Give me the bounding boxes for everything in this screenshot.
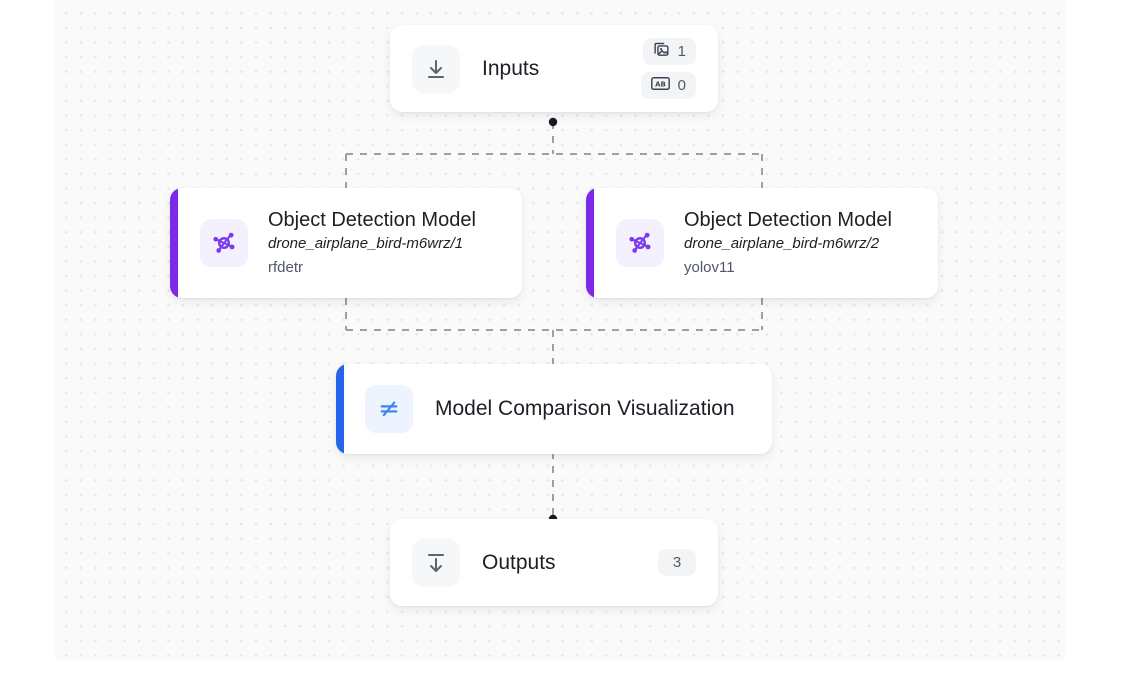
- model-title: Object Detection Model: [684, 208, 892, 231]
- node-inputs-title: Inputs: [482, 56, 540, 80]
- badge-output-count: 3: [658, 549, 696, 576]
- node-inputs-badges: 1 AB 0: [640, 38, 696, 99]
- images-icon: [653, 41, 670, 63]
- node-object-detection-model-right[interactable]: Object Detection Model drone_airplane_bi…: [586, 188, 938, 298]
- node-object-detection-model-left[interactable]: Object Detection Model drone_airplane_bi…: [170, 188, 522, 298]
- badge-text-count-value: 0: [677, 77, 686, 94]
- node-accent-bar: [170, 188, 178, 298]
- canvas-right-gutter: [1065, 0, 1128, 673]
- node-outputs-badges: 3: [658, 549, 696, 576]
- node-outputs-title: Outputs: [482, 550, 556, 574]
- canvas-bottom-gutter: [0, 660, 1128, 673]
- canvas-left-gutter: [0, 0, 55, 673]
- model-title: Object Detection Model: [268, 208, 476, 231]
- model-meta: rfdetr: [268, 258, 304, 276]
- text-ab-icon: AB: [650, 76, 670, 96]
- node-accent-bar: [586, 188, 594, 298]
- not-equal-glyph: ≠: [378, 394, 400, 424]
- badge-output-count-value: 3: [672, 554, 682, 571]
- badge-text-count: AB 0: [640, 72, 696, 99]
- not-equal-icon: ≠: [365, 385, 413, 433]
- node-inputs[interactable]: Inputs 1 AB 0: [390, 25, 718, 112]
- model-network-icon: [200, 219, 248, 267]
- node-visualization-title: Model Comparison Visualization: [435, 397, 735, 420]
- download-to-line-icon: [412, 44, 460, 93]
- model-meta: yolov11: [684, 258, 735, 276]
- model-subtitle: drone_airplane_bird-m6wrz/1: [268, 234, 464, 252]
- node-accent-bar: [336, 364, 344, 454]
- node-model-comparison-visualization[interactable]: ≠ Model Comparison Visualization: [336, 364, 772, 454]
- badge-image-count: 1: [642, 38, 696, 65]
- node-outputs[interactable]: Outputs 3: [390, 519, 718, 606]
- line-arrow-down-icon: [412, 538, 460, 587]
- model-network-icon: [616, 219, 664, 267]
- svg-text:AB: AB: [655, 80, 666, 88]
- model-subtitle: drone_airplane_bird-m6wrz/2: [684, 234, 880, 252]
- badge-image-count-value: 1: [677, 43, 686, 60]
